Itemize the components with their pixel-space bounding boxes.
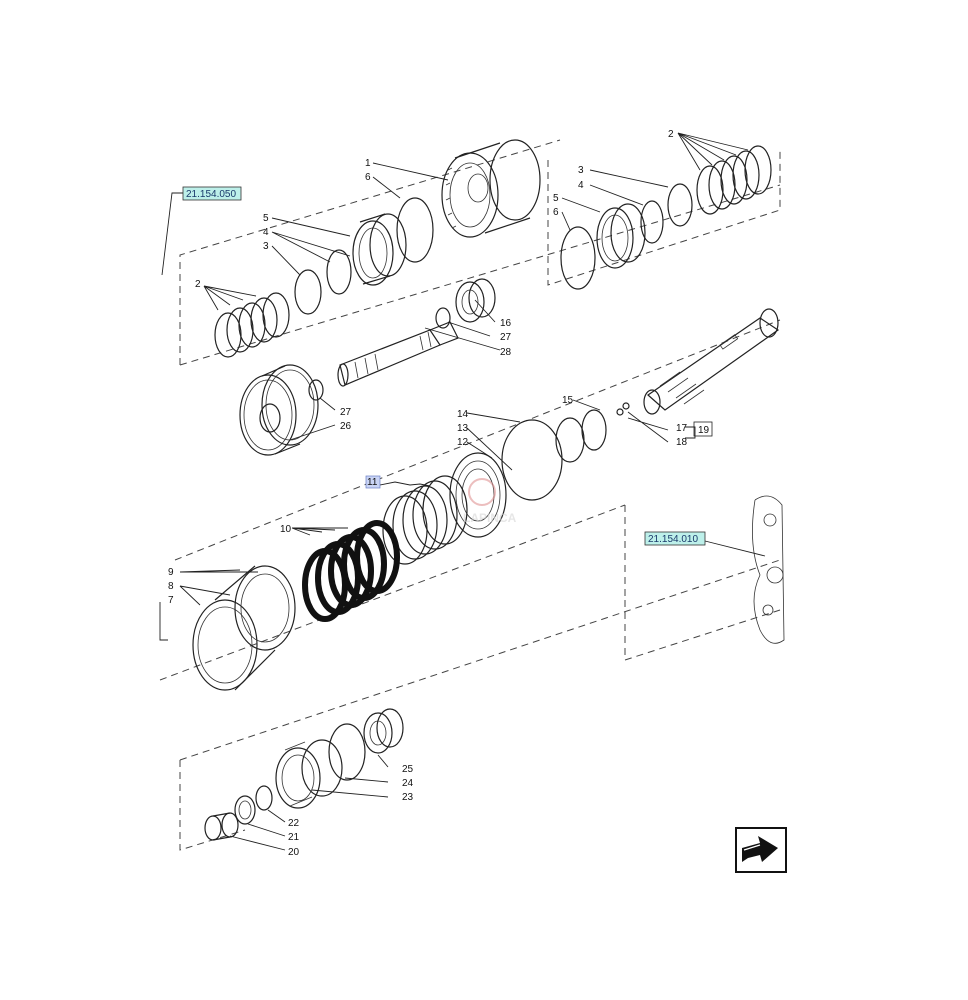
leader-lines bbox=[159, 132, 749, 851]
pins-part-17-18 bbox=[616, 402, 630, 416]
callout-20: 20 bbox=[288, 847, 300, 858]
snap-ring-part-22 bbox=[255, 785, 273, 811]
spring-pack-part-2-right bbox=[696, 145, 772, 215]
bearing-part-25 bbox=[363, 708, 404, 754]
callout-9: 9 bbox=[168, 567, 174, 578]
steel-plates-part-8-9 bbox=[192, 565, 296, 691]
callout-21: 21 bbox=[288, 832, 300, 843]
piston-part-5-right bbox=[596, 203, 646, 269]
ring-part-4-right bbox=[640, 200, 664, 244]
callout-13: 13 bbox=[457, 423, 469, 434]
callout-1: 1 bbox=[365, 158, 371, 169]
callout-18: 18 bbox=[676, 437, 688, 448]
next-page-arrow-icon[interactable] bbox=[735, 827, 787, 873]
snap-ring-part-27-bottom bbox=[308, 379, 324, 401]
callout-numbers: 1 6 5 4 3 2 2 3 4 5 6 16 27 28 27 26 15 … bbox=[168, 129, 713, 858]
callout-3-right: 3 bbox=[578, 165, 584, 176]
callout-10: 10 bbox=[280, 524, 292, 535]
transmission-housing-fragment bbox=[752, 495, 785, 644]
watermark-text: LAPINCA bbox=[463, 511, 517, 525]
bearing-part-16 bbox=[455, 278, 496, 323]
callout-6-left: 6 bbox=[365, 172, 371, 183]
callout-3-left: 3 bbox=[263, 241, 269, 252]
snap-ring-part-15 bbox=[555, 409, 607, 463]
callout-8: 8 bbox=[168, 581, 174, 592]
callout-25: 25 bbox=[402, 764, 414, 775]
reference-box-side[interactable]: 21.154.010 bbox=[644, 531, 766, 557]
gear-part-26 bbox=[239, 364, 319, 456]
snap-ring-part-24 bbox=[328, 723, 366, 781]
callout-4-left: 4 bbox=[263, 227, 269, 238]
callout-5-right: 5 bbox=[553, 193, 559, 204]
ring-part-3-left bbox=[294, 269, 322, 315]
snap-ring-part-14 bbox=[501, 419, 563, 501]
callout-14: 14 bbox=[457, 409, 469, 420]
spring-pack-part-2-left bbox=[214, 292, 290, 358]
callout-7: 7 bbox=[168, 595, 174, 606]
callout-16: 16 bbox=[500, 318, 512, 329]
callout-2-right: 2 bbox=[668, 129, 674, 140]
ring-part-3-right bbox=[667, 183, 693, 227]
callout-19: 19 bbox=[698, 425, 710, 436]
callout-17: 17 bbox=[676, 423, 688, 434]
callout-23: 23 bbox=[402, 792, 414, 803]
callout-27-bottom: 27 bbox=[340, 407, 352, 418]
bushing-part-20 bbox=[204, 812, 239, 841]
assembly-dash-lines bbox=[159, 139, 781, 851]
callout-5-left: 5 bbox=[263, 213, 269, 224]
callout-11-highlight[interactable]: 11 bbox=[365, 475, 381, 489]
drum-housing-part-1 bbox=[441, 139, 541, 238]
callout-15: 15 bbox=[562, 395, 574, 406]
hub-part-23 bbox=[275, 739, 343, 809]
snap-ring-part-27-top bbox=[435, 307, 451, 329]
seal-ring-part-6-left bbox=[396, 197, 434, 263]
shaft-part-28 bbox=[337, 321, 459, 387]
callout-24: 24 bbox=[402, 778, 414, 789]
ring-part-4-left bbox=[326, 249, 352, 295]
callout-28: 28 bbox=[500, 347, 512, 358]
bearing-part-21 bbox=[234, 795, 256, 825]
callout-2-left: 2 bbox=[195, 279, 201, 290]
callout-26: 26 bbox=[340, 421, 352, 432]
callout-27-top: 27 bbox=[500, 332, 512, 343]
output-shaft-assembly bbox=[643, 308, 780, 415]
seal-ring-part-6-right bbox=[560, 226, 596, 290]
callout-19-box bbox=[693, 421, 713, 437]
watermark-logo: LAPINCA bbox=[463, 478, 517, 525]
reference-label-top: 21.154.050 bbox=[186, 189, 236, 200]
callout-6-right: 6 bbox=[553, 207, 559, 218]
callout-12: 12 bbox=[457, 437, 469, 448]
clutch-plates-part-11 bbox=[382, 475, 468, 565]
reference-label-side: 21.154.010 bbox=[648, 534, 698, 545]
reference-box-top[interactable]: 21.154.050 bbox=[161, 186, 242, 276]
callout-22: 22 bbox=[288, 818, 300, 829]
callout-11: 11 bbox=[367, 477, 378, 488]
friction-discs-part-10 bbox=[302, 520, 400, 622]
piston-part-5-left bbox=[352, 213, 407, 286]
callout-4-right: 4 bbox=[578, 180, 584, 191]
